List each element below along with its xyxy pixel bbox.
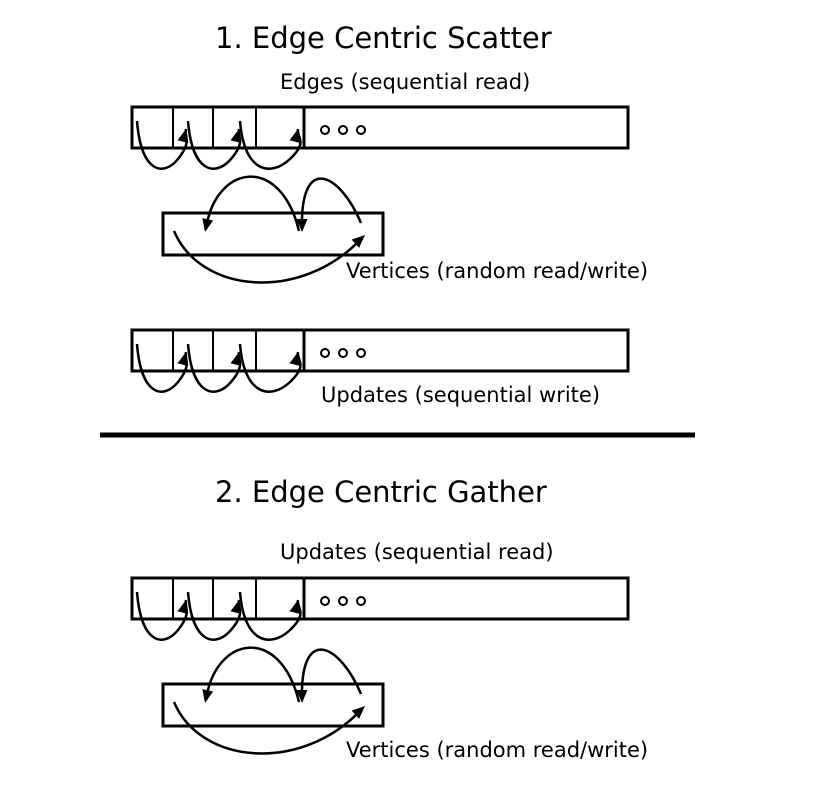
arrow-head [351, 706, 365, 719]
sequential-arc [238, 120, 302, 170]
sequential-arc [238, 591, 302, 641]
ellipsis-dot [320, 596, 330, 606]
arrow-head [177, 129, 189, 143]
ellipsis-dot [320, 125, 330, 135]
random-access-sweep [172, 230, 362, 284]
ellipsis-dot [320, 348, 330, 358]
random-access-arc [300, 177, 363, 230]
edges-stream [130, 105, 630, 170]
random-access-arc [204, 646, 301, 703]
arrow-head [296, 219, 308, 232]
arrow-head [202, 689, 214, 703]
ellipsis-dot [356, 348, 366, 358]
gather-vertices-label: Vertices (random read/write) [346, 738, 648, 762]
ellipsis-dot [356, 125, 366, 135]
stream-box [130, 328, 630, 373]
ellipsis-dot [338, 125, 348, 135]
arrow-head [230, 129, 242, 143]
arrow-head [289, 352, 301, 366]
arrow-head [177, 600, 189, 614]
stream-box [130, 576, 630, 621]
gather-vertices-array [161, 646, 385, 755]
stream-box [130, 105, 630, 150]
vertices-label: Vertices (random read/write) [346, 259, 648, 283]
arrow-head [230, 600, 242, 614]
arrow-head [202, 218, 214, 232]
updates-stream [130, 328, 630, 393]
gather-updates-stream [130, 576, 630, 641]
arrow-head [289, 600, 301, 614]
vertices-box [161, 211, 385, 257]
gather-title: 2. Edge Centric Gather [215, 475, 547, 509]
edges-label: Edges (sequential read) [280, 70, 530, 94]
random-access-arc [300, 648, 363, 701]
gather-updates-label: Updates (sequential read) [280, 540, 554, 564]
scatter-section: 1. Edge Centric Scatter Edges (sequentia… [130, 21, 648, 407]
arrow-head [230, 352, 242, 366]
arrow-head [296, 690, 308, 703]
gather-section: 2. Edge Centric Gather Updates (sequenti… [130, 475, 648, 762]
ellipsis-dot [338, 596, 348, 606]
sequential-arc [238, 343, 302, 393]
arrow-head [289, 129, 301, 143]
random-access-sweep [172, 701, 362, 755]
vertices-array [161, 175, 385, 284]
updates-label: Updates (sequential write) [321, 383, 600, 407]
random-access-arc [204, 175, 301, 232]
scatter-title: 1. Edge Centric Scatter [215, 21, 552, 55]
arrow-head [351, 235, 365, 248]
ellipsis-dot [338, 348, 348, 358]
arrow-head [177, 352, 189, 366]
vertices-box [161, 682, 385, 728]
ellipsis-dot [356, 596, 366, 606]
